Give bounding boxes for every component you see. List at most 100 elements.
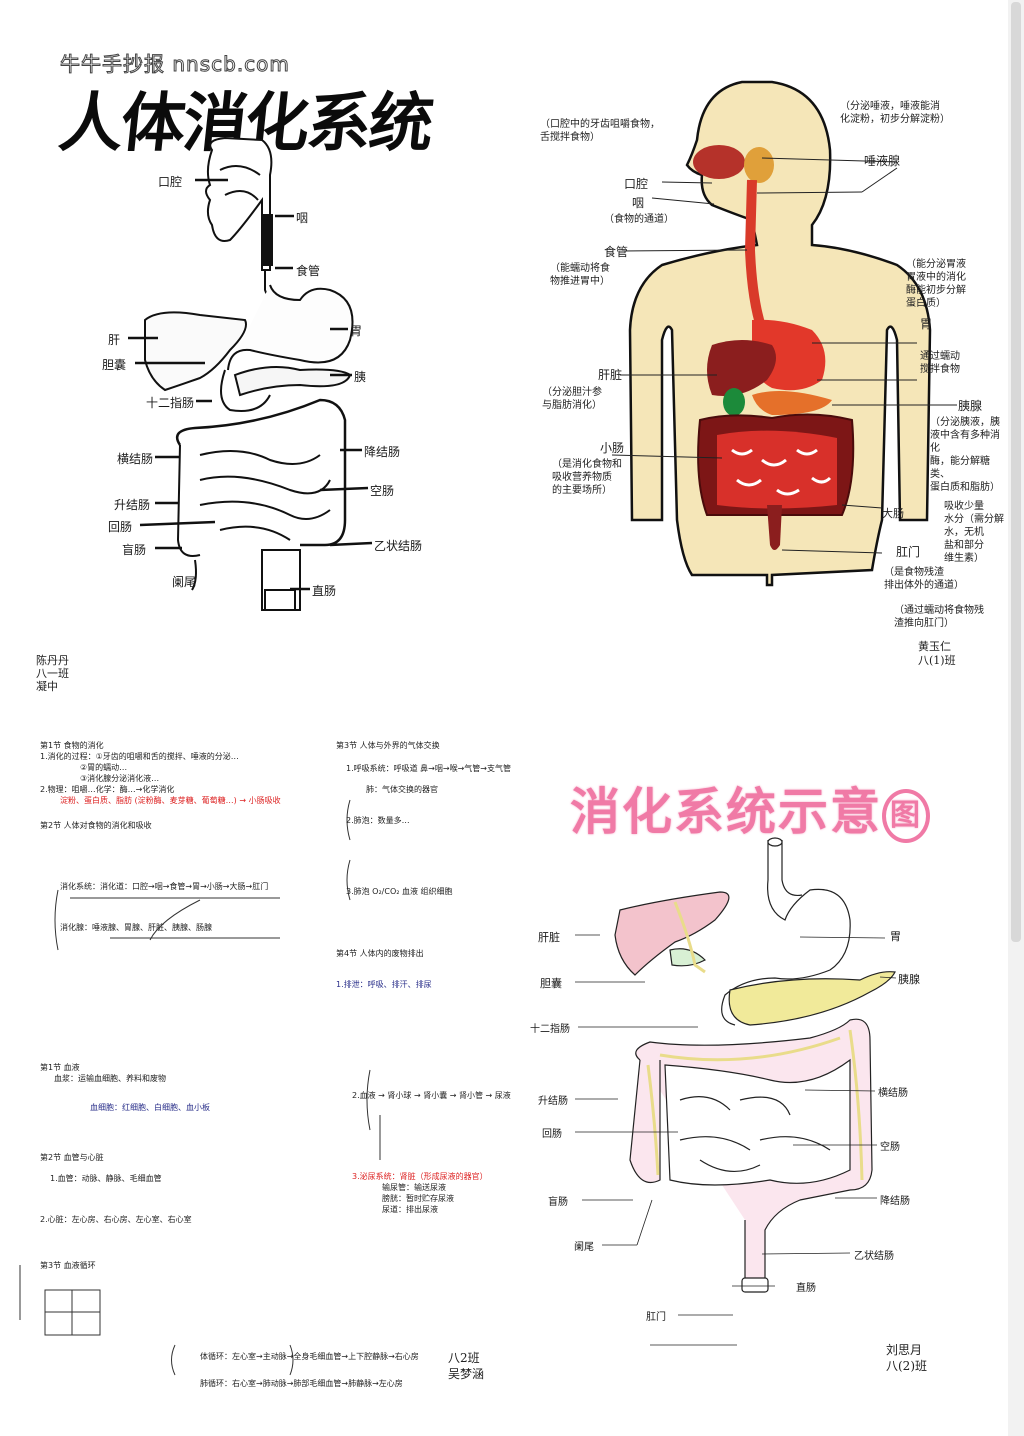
notes-section-4: 第4节 人体内的废物排出 1.排泄：呼吸、排汗、排尿 xyxy=(336,948,432,990)
label-duodenum: 十二指肠 xyxy=(146,396,195,410)
note-salivary: （分泌唾液，唾液能消 化淀粉，初步分解淀粉） xyxy=(840,101,950,125)
notes-flow-arrows xyxy=(19,799,381,1376)
label-sigmoid-colon: 乙状结肠 xyxy=(374,539,423,553)
notes-line: 血浆：运输血细胞、养料和废物 xyxy=(54,1074,166,1083)
label-appendix: 阑尾 xyxy=(172,575,197,589)
label-cecum-pink: 盲肠 xyxy=(548,1197,568,1208)
notes-heading: 第3节 人体与外界的气体交换 xyxy=(336,741,440,750)
note-small-intestine: （是消化食物和 吸收营养物质 的主要场所） xyxy=(552,459,622,496)
label-jejunum-pink: 空肠 xyxy=(880,1142,900,1153)
notes-line: 3.肺泡 O₂/CO₂ 血液 组织细胞 xyxy=(346,887,453,896)
label-sigmoid-colon-pink: 乙状结肠 xyxy=(854,1251,894,1262)
notes-line: 1.消化的过程：①牙齿的咀嚼和舌的搅拌、唾液的分泌… xyxy=(40,752,239,761)
label-appendix-pink: 阑尾 xyxy=(574,1242,594,1253)
panel-bottom-right: 肝脏 胃 胆囊 胰腺 十二指肠 横结肠 升结肠 回肠 空肠 降结肠 盲肠 阑尾 … xyxy=(530,720,1008,1436)
label-esophagus-right: 食管 xyxy=(604,245,629,259)
title-digestive-diagram: 消化系统示意图 xyxy=(570,772,930,844)
notes-line: 2.物理：咀嚼…化学：酶…→化学消化 xyxy=(40,785,175,794)
label-pancreas: 胰 xyxy=(354,370,367,384)
notes-heading: 第4节 人体内的废物排出 xyxy=(336,949,424,958)
label-liver-right: 肝脏 xyxy=(598,368,623,382)
label-ascending-colon-pink: 升结肠 xyxy=(538,1096,568,1107)
watermark: 牛牛手抄报 nnscb.com xyxy=(60,52,290,77)
notes-line: 肺循环：右心室→肺动脉→肺部毛细血管→肺静脉→左心房 xyxy=(200,1379,403,1388)
notes-line: 消化腺：唾液腺、胃腺、肝脏、胰腺、肠腺 xyxy=(60,923,212,932)
notes-line: 1.排泄：呼吸、排汗、排尿 xyxy=(336,980,432,989)
digestive-system-bw-illustration xyxy=(128,136,373,611)
note-stomach-movement: 通过蠕动 搅拌食物 xyxy=(920,351,960,375)
label-liver: 肝 xyxy=(108,333,121,347)
notes-heading: 2.血液 → 肾小球 → 肾小囊 → 肾小管 → 尿液 xyxy=(352,1091,511,1100)
notes-section-3: 第3节 人体与外界的气体交换 1.呼吸系统：呼吸道 鼻→咽→喉→气管→支气管 肺… xyxy=(336,740,511,897)
notes-line: 1.血管：动脉、静脉、毛细血管 xyxy=(50,1174,162,1183)
notes-line: 消化系统：消化道：口腔→咽→食管→胃→小肠→大肠→肛门 xyxy=(60,882,269,891)
notes-section-7: 第3节 血液循环 体循环：左心室→主动脉→全身毛细血管→上下腔静脉→右心房 肺循… xyxy=(40,1260,419,1389)
notes-line: 2.心脏：左心房、右心房、左心室、右心室 xyxy=(40,1215,192,1224)
colored-body-illustration xyxy=(611,80,957,587)
label-descending-colon-pink: 降结肠 xyxy=(880,1196,910,1207)
note-stomach: （能分泌胃液 胃液中的消化 酶能初步分解 蛋白质） xyxy=(906,259,966,309)
label-stomach-pink: 胃 xyxy=(890,930,901,943)
note-pharynx: （食物的通道） xyxy=(604,214,674,225)
label-ileum: 回肠 xyxy=(108,520,133,534)
notes-heading: 第3节 血液循环 xyxy=(40,1261,96,1270)
notes-line: 膀胱：暂时贮存尿液 xyxy=(382,1194,454,1203)
notes-heading: 第2节 血管与心脏 xyxy=(40,1153,104,1162)
label-ascending-colon: 升结肠 xyxy=(114,498,151,512)
title-circle-glyph: 图 xyxy=(882,788,930,843)
label-pharynx-right: 咽 xyxy=(632,196,645,210)
title-digestive-diagram-text: 消化系统示意 xyxy=(570,783,882,841)
label-pancreas-pink: 胰腺 xyxy=(898,973,920,986)
label-descending-colon: 降结肠 xyxy=(364,445,401,459)
notes-heading: 第1节 血液 xyxy=(40,1063,80,1072)
note-pancreas: （分泌胰液，胰 液中含有多种消化 酶，能分解糖类、 蛋白质和脂肪） xyxy=(930,417,1000,493)
panel-top-right: （口腔中的牙齿咀嚼食物， 舌搅拌食物） 口腔 咽 （食物的通道） 食管 （能蠕动… xyxy=(512,0,1008,720)
note-rectum: （通过蠕动将食物残 渣推向肛门） xyxy=(894,605,984,629)
label-anus-right: 肛门 xyxy=(896,545,921,559)
label-salivary-gland: 唾液腺 xyxy=(864,154,901,168)
signature-bottom-right: 刘思月 八(2)班 xyxy=(886,1343,927,1373)
notes-section-1: 第1节 食物的消化 1.消化的过程：①牙齿的咀嚼和舌的搅拌、唾液的分泌… ②胃的… xyxy=(40,740,281,806)
signature-top-left: 陈丹丹 八一班 凝中 xyxy=(36,654,69,693)
label-pancreas-right: 胰腺 xyxy=(958,399,983,413)
vertical-scrollbar-thumb[interactable] xyxy=(1011,2,1021,942)
label-stomach: 胃 xyxy=(350,324,363,338)
notes-section-8: 2.血液 → 肾小球 → 肾小囊 → 肾小管 → 尿液 3.泌尿系统：肾脏（形成… xyxy=(352,1090,511,1215)
notes-heading: 第1节 食物的消化 xyxy=(40,741,104,750)
note-mouth: （口腔中的牙齿咀嚼食物， 舌搅拌食物） xyxy=(540,119,660,143)
notes-line: 2.肺泡：数量多… xyxy=(346,816,410,825)
signature-bottom-left: 八2班 吴梦涵 xyxy=(448,1351,485,1381)
label-cecum: 盲肠 xyxy=(122,543,147,557)
label-rectum: 直肠 xyxy=(312,584,337,598)
panel-top-left: 人体消化系统 xyxy=(0,0,512,720)
notes-line: 输尿管：输送尿液 xyxy=(382,1183,446,1192)
note-anus: （是食物残渣 排出体外的通道） xyxy=(884,567,964,591)
label-gallbladder-pink: 胆囊 xyxy=(540,977,562,990)
notes-heading: 第2节 人体对食物的消化和吸收 xyxy=(40,821,152,830)
notes-line: 尿道：排出尿液 xyxy=(382,1205,438,1214)
label-gallbladder: 胆囊 xyxy=(102,358,127,372)
label-liver-pink: 肝脏 xyxy=(538,931,560,944)
label-rectum-pink: 直肠 xyxy=(796,1283,816,1294)
label-small-intestine: 小肠 xyxy=(600,441,625,455)
notes-line: 3.泌尿系统：肾脏（形成尿液的器官） xyxy=(352,1172,488,1181)
notes-line: ③消化腺分泌消化液… xyxy=(80,774,160,783)
notes-line: ②胃的蠕动… xyxy=(80,763,128,772)
label-mouth-right: 口腔 xyxy=(624,177,649,191)
notes-line: 血细胞：红细胞、白细胞、血小板 xyxy=(90,1103,210,1112)
note-liver: （分泌胆汁参 与脂肪消化） xyxy=(542,387,602,411)
notes-line: 体循环：左心室→主动脉→全身毛细血管→上下腔静脉→右心房 xyxy=(200,1352,419,1361)
label-large-intestine: 大肠 xyxy=(882,507,904,520)
label-anus-pink: 肛门 xyxy=(646,1312,666,1323)
note-esophagus: （能蠕动将食 物推进胃中） xyxy=(550,263,610,287)
label-ileum-pink: 回肠 xyxy=(542,1129,562,1140)
signature-top-right: 黄玉仁 八(1)班 xyxy=(918,640,956,667)
label-stomach-right: 胃 xyxy=(920,317,933,331)
notes-line: 1.呼吸系统：呼吸道 鼻→咽→喉→气管→支气管 xyxy=(346,764,511,773)
notes-line: 肺：气体交换的器官 xyxy=(366,785,438,794)
label-transverse-colon: 横结肠 xyxy=(117,452,154,466)
label-jejunum: 空肠 xyxy=(370,484,395,498)
label-duodenum-pink: 十二指肠 xyxy=(530,1024,570,1035)
label-esophagus: 食管 xyxy=(296,264,321,278)
notes-section-6: 第2节 血管与心脏 1.血管：动脉、静脉、毛细血管 2.心脏：左心房、右心房、左… xyxy=(40,1152,192,1225)
